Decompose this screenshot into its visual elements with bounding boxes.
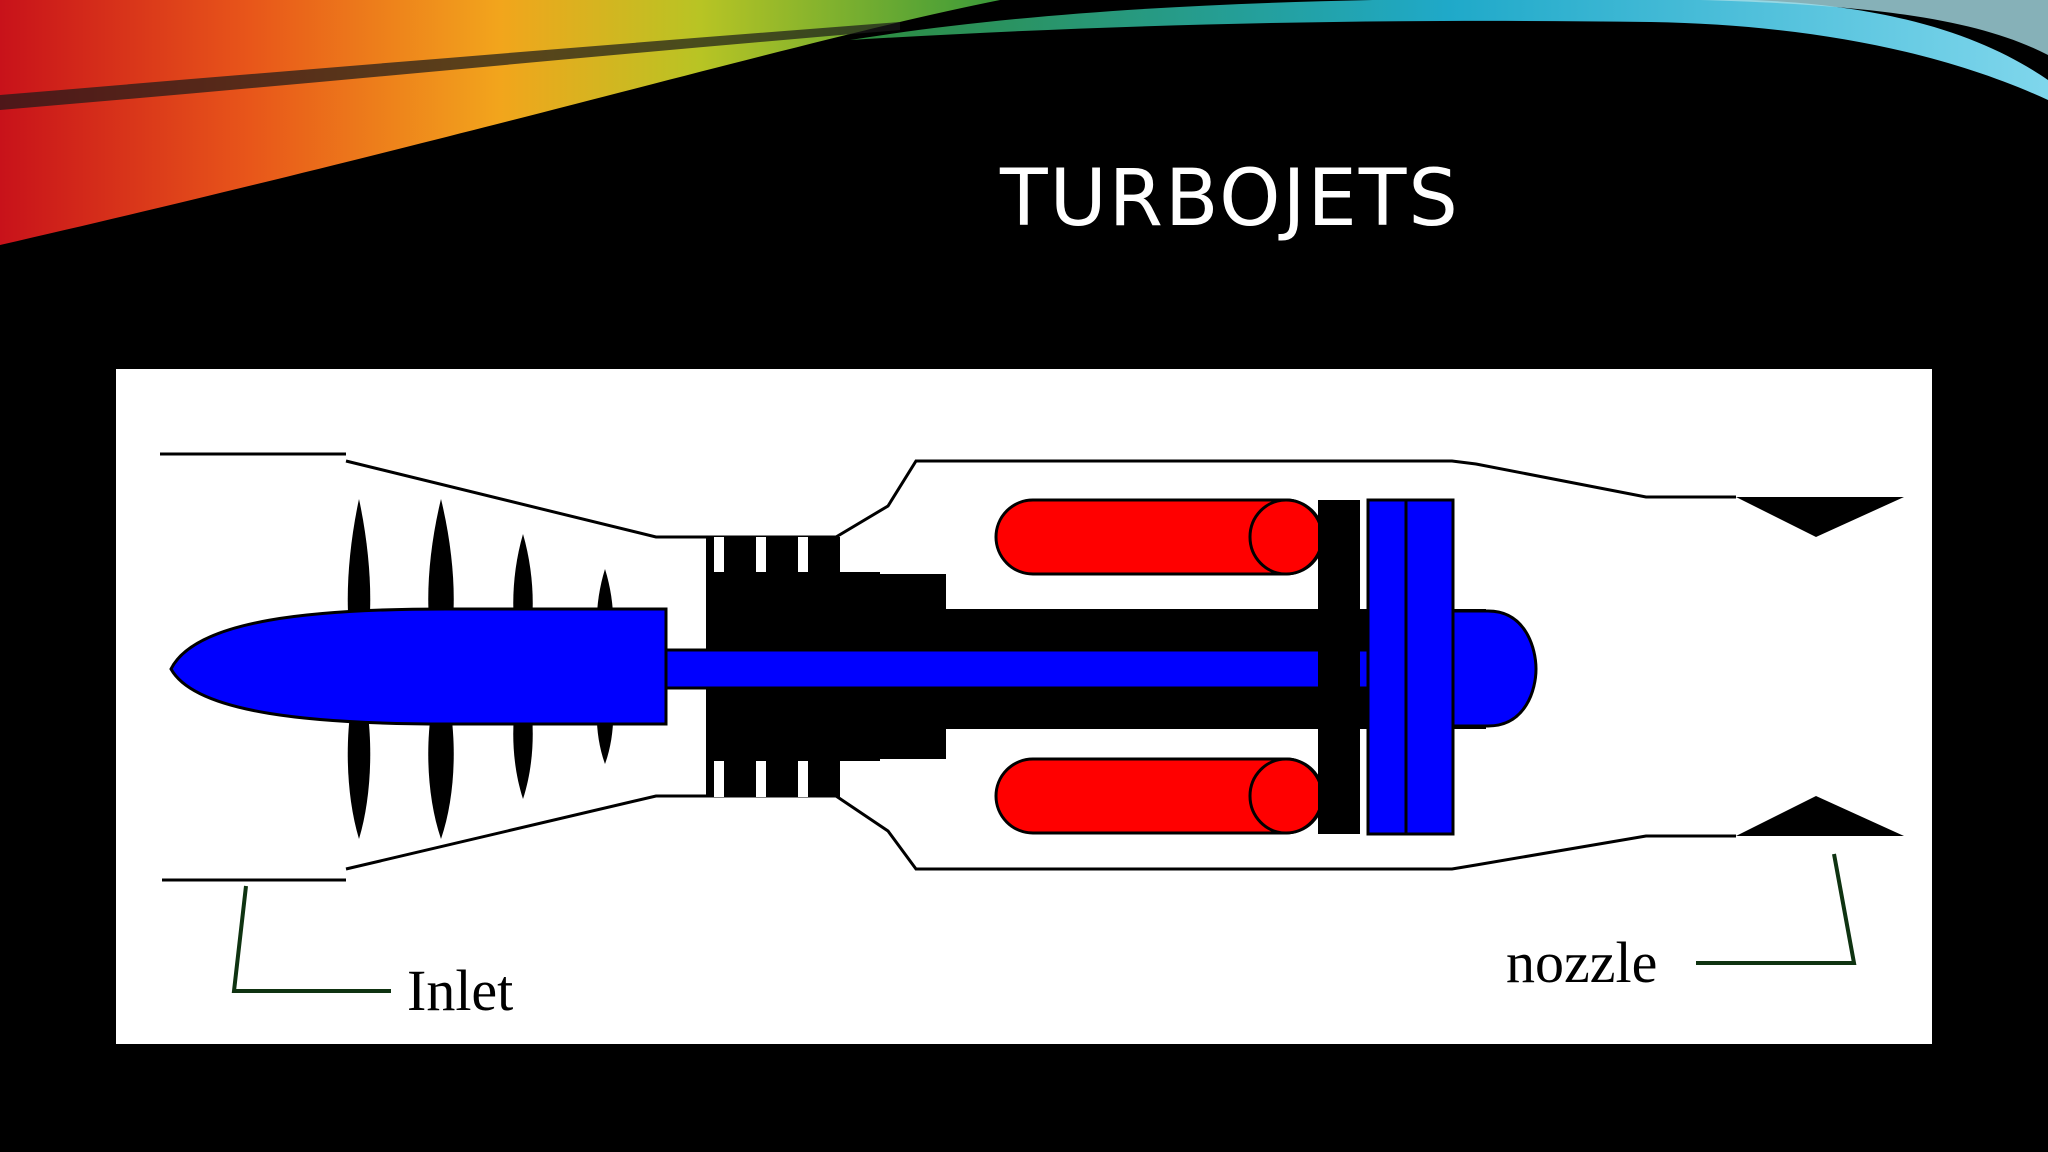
spinner-nose-cone (169, 607, 668, 726)
nozzle-leader-line (1696, 853, 1857, 965)
swoosh-dark-streak (0, 22, 900, 110)
decorative-swoosh (0, 0, 2048, 245)
turbine-stator (1318, 500, 1360, 834)
turbojet-diagram: Inlet nozzle (160, 452, 1904, 1023)
swoosh-light-streak (1700, 0, 2048, 55)
swoosh-warm-band (0, 0, 1000, 245)
turbine-rotor (1366, 498, 1455, 836)
nozzle-lip-bottom (1736, 796, 1904, 836)
diagram-panel: Inlet nozzle (116, 369, 1932, 1044)
slide-title: TURBOJETS (1000, 154, 1460, 244)
inlet-leader-line (231, 885, 391, 993)
tail-cone (1451, 609, 1538, 728)
nozzle-label: nozzle (1506, 930, 1657, 995)
inlet-label: Inlet (407, 958, 513, 1023)
combustor-top (994, 498, 1325, 576)
nozzle-lip-top (1736, 497, 1904, 537)
combustor-bottom (994, 757, 1325, 835)
swoosh-cool-band (850, 0, 2048, 100)
